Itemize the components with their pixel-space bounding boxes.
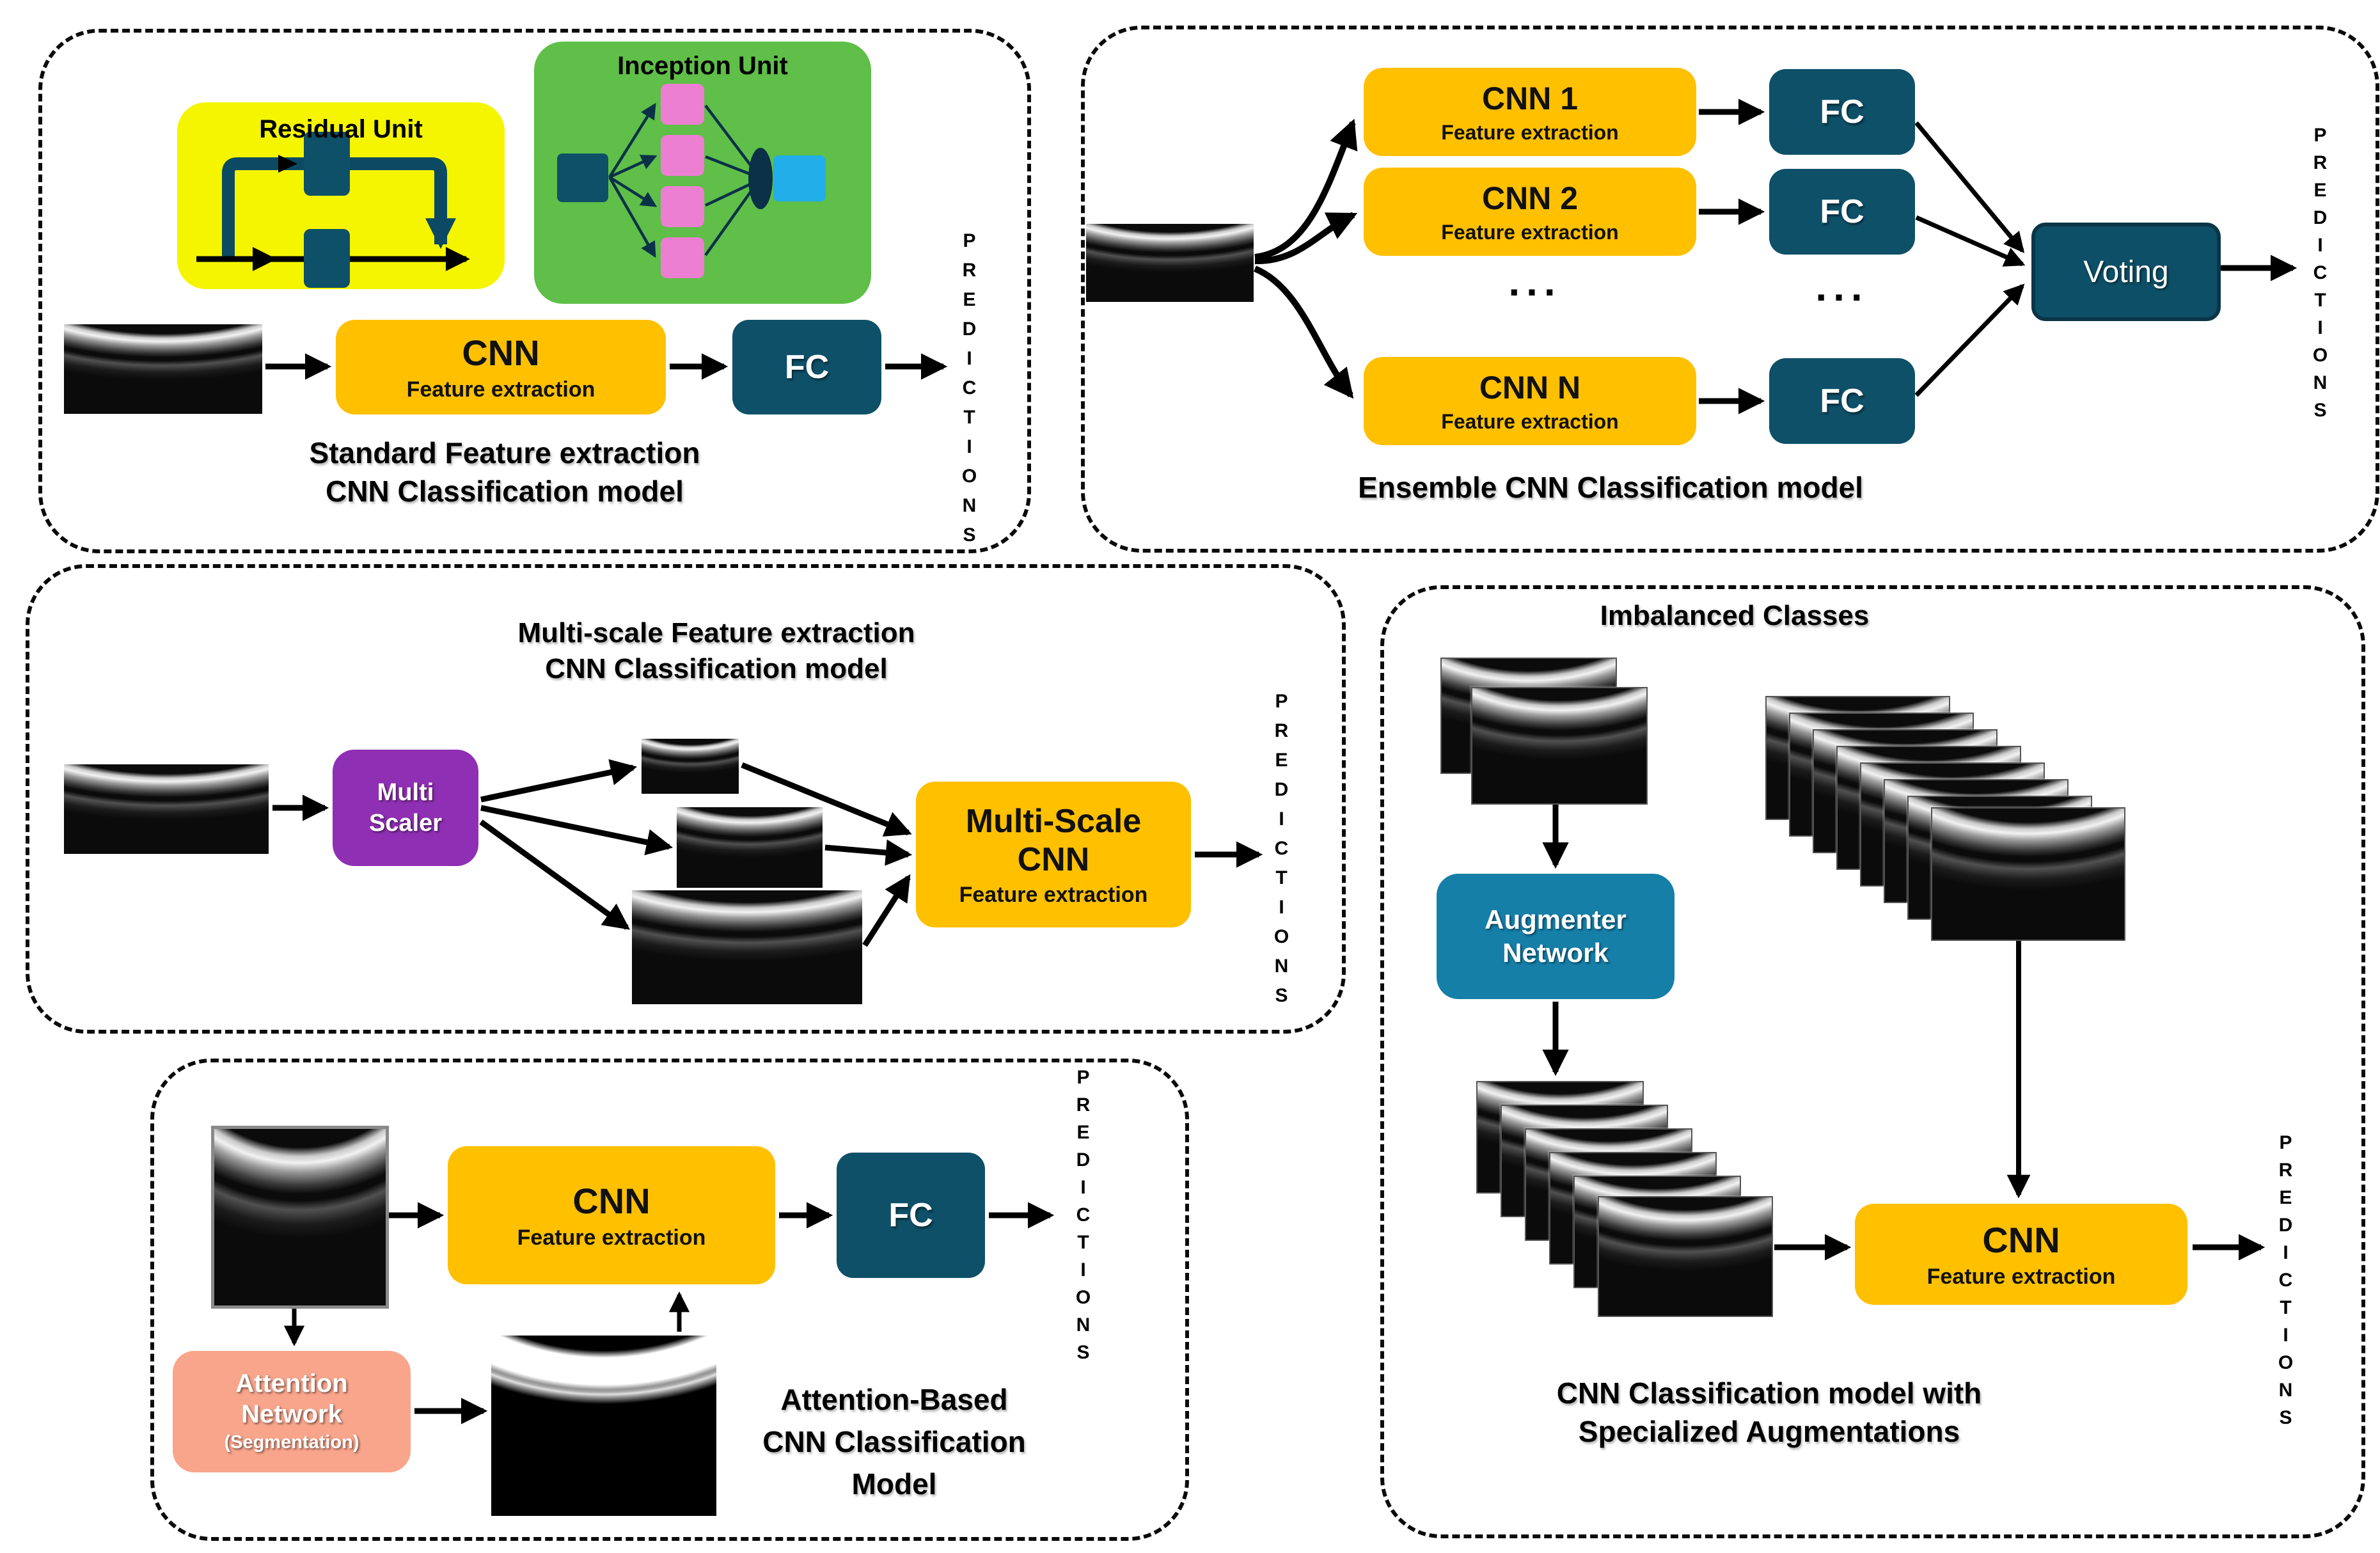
oct-scan-image: [1086, 224, 1254, 302]
multiscale-cnn-line2: CNN: [1017, 840, 1090, 878]
augmenter-line2: Network: [1502, 938, 1609, 968]
cnn-1-subtitle: Feature extraction: [1441, 120, 1619, 144]
cnn-n-box: CNN N Feature extraction: [1364, 357, 1696, 445]
augmentation-cnn-subtitle: Feature extraction: [1927, 1265, 2116, 1289]
cnn-n-subtitle: Feature extraction: [1441, 409, 1619, 433]
cnn-2-box: CNN 2 Feature extraction: [1364, 168, 1696, 256]
multiscale-title-line2: CNN Classification model: [545, 653, 888, 684]
standard-caption-line2: CNN Classification model: [326, 475, 684, 508]
attention-caption-line2: CNN Classification: [762, 1425, 1026, 1458]
augmenter-network-box: Augmenter Network: [1437, 874, 1675, 999]
predictions-label: PREDICTIONS: [2310, 125, 2331, 427]
cnn-box-title: CNN: [462, 333, 540, 373]
cnn-box: CNN Feature extraction: [336, 320, 666, 414]
segmentation-mask-image: [491, 1336, 716, 1516]
predictions-label: PREDICTIONS: [1271, 691, 1292, 1014]
voting-box: Voting: [2031, 223, 2221, 321]
augmentation-caption-line1: CNN Classification model with: [1556, 1376, 1982, 1410]
cnn-2-title: CNN 2: [1481, 180, 1579, 216]
ensemble-caption: Ensemble CNN Classification model: [1358, 471, 1863, 504]
standard-panel-caption: Standard Feature extraction CNN Classifi…: [249, 434, 760, 510]
fc-2-box: FC: [1769, 169, 1915, 255]
ellipsis-fc: ...: [1815, 264, 1869, 310]
scaled-image-large: [632, 890, 862, 1004]
attention-caption-line3: Model: [851, 1467, 937, 1501]
standard-caption-line1: Standard Feature extraction: [309, 436, 700, 469]
inception-unit-title: Inception Unit: [617, 52, 788, 80]
residual-unit-title: Residual Unit: [259, 115, 423, 143]
fc-2-label: FC: [1820, 193, 1864, 230]
attention-network-line1: Attention: [235, 1369, 348, 1398]
fc-1-label: FC: [1820, 93, 1864, 130]
oct-scan-image: [64, 324, 262, 414]
imbalanced-classes-text: Imbalanced Classes: [1600, 600, 1870, 631]
attention-cnn-subtitle: Feature extraction: [517, 1226, 706, 1250]
multiscale-cnn-subtitle: Feature extraction: [959, 882, 1148, 907]
scaled-image-medium: [677, 807, 823, 888]
multi-scaler-line1: Multi: [377, 779, 434, 806]
predictions-label: PREDICTIONS: [959, 230, 980, 554]
attention-network-line3: (Segmentation): [224, 1432, 359, 1453]
ensemble-panel-caption: Ensemble CNN Classification model: [1291, 470, 1930, 505]
oct-scan-image: [211, 1126, 389, 1309]
augmentation-caption-line2: Specialized Augmentations: [1578, 1415, 1960, 1448]
cnn-1-box: CNN 1 Feature extraction: [1364, 68, 1696, 156]
multi-scaler-box: Multi Scaler: [333, 750, 478, 866]
augmentation-cnn-box: CNN Feature extraction: [1855, 1204, 2187, 1305]
predictions-label: PREDICTIONS: [2275, 1132, 2296, 1435]
attention-fc-label: FC: [888, 1197, 933, 1234]
inception-unit-graphic: [557, 84, 826, 278]
residual-unit-box: Residual Unit: [177, 102, 505, 289]
augmentation-cnn-title: CNN: [1982, 1220, 2060, 1260]
majority-class-image: [1931, 807, 2125, 941]
cnn-2-subtitle: Feature extraction: [1441, 220, 1619, 244]
cnn-1-title: CNN 1: [1481, 80, 1579, 116]
multiscale-title-line1: Multi-scale Feature extraction: [517, 617, 915, 649]
multiscale-cnn-line1: Multi-Scale: [965, 802, 1142, 840]
fc-box: FC: [732, 320, 881, 414]
augmentation-panel-caption: CNN Classification model with Specialize…: [1449, 1374, 2089, 1451]
imbalanced-classes-title: Imbalanced Classes: [1479, 600, 1990, 632]
inception-unit-box: Inception Unit: [534, 42, 871, 304]
class-image-front: [1471, 687, 1648, 805]
cnn-box-subtitle: Feature extraction: [406, 377, 595, 402]
multi-scaler-line2: Scaler: [368, 810, 443, 837]
attention-network-line2: Network: [241, 1400, 342, 1428]
attention-fc-box: FC: [837, 1153, 985, 1278]
fc-n-label: FC: [1820, 382, 1864, 420]
multiscale-cnn-box: Multi-Scale CNN Feature extraction: [916, 782, 1191, 927]
fc-box-label: FC: [784, 349, 830, 386]
oct-scan-image: [64, 764, 269, 854]
residual-unit-graphic: [196, 132, 470, 288]
attention-cnn-box: CNN Feature extraction: [448, 1146, 775, 1284]
scaled-image-small: [642, 739, 739, 794]
attention-panel-caption: Attention-Based CNN Classification Model: [638, 1378, 1150, 1505]
predictions-label: PREDICTIONS: [1073, 1067, 1094, 1369]
voting-label: Voting: [2083, 255, 2169, 289]
attention-caption-line1: Attention-Based: [780, 1383, 1008, 1416]
cnn-n-title: CNN N: [1479, 369, 1581, 406]
fc-n-box: FC: [1769, 358, 1915, 444]
augmenter-line1: Augmenter: [1485, 904, 1627, 934]
attention-cnn-title: CNN: [572, 1181, 650, 1221]
augmented-image: [1598, 1196, 1773, 1317]
ellipsis-cnn: ...: [1508, 258, 1562, 304]
fc-1-box: FC: [1769, 69, 1915, 155]
attention-network-box: Attention Network (Segmentation): [173, 1351, 411, 1472]
multiscale-panel-title: Multi-scale Feature extraction CNN Class…: [397, 615, 1036, 687]
